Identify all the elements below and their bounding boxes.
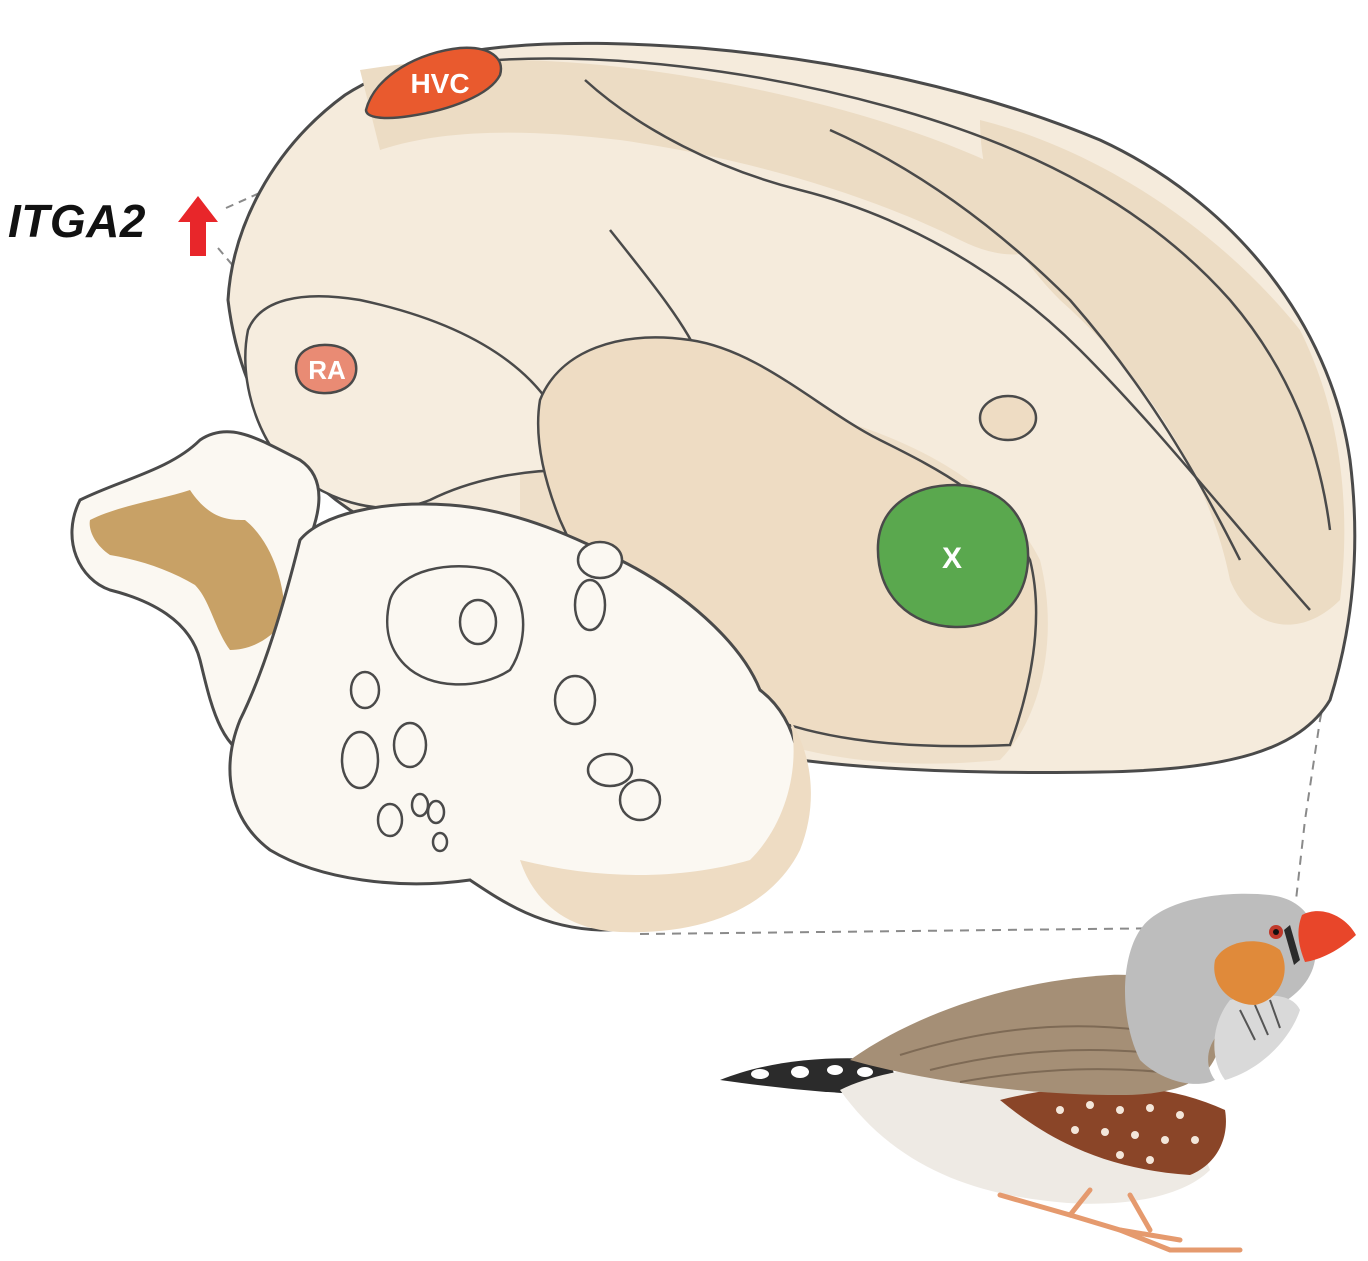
bird-beak bbox=[1298, 911, 1356, 962]
small-nucleus bbox=[980, 396, 1036, 440]
up-arrow-icon bbox=[178, 196, 218, 256]
area-x-label: X bbox=[942, 542, 962, 575]
zebra-finch-illustration bbox=[720, 894, 1356, 1250]
ra-region: RA bbox=[296, 345, 356, 393]
area-x-region: X bbox=[878, 485, 1028, 627]
ra-label: RA bbox=[308, 355, 346, 385]
gene-label: ITGA2 bbox=[8, 194, 146, 248]
hvc-label: HVC bbox=[410, 68, 469, 99]
